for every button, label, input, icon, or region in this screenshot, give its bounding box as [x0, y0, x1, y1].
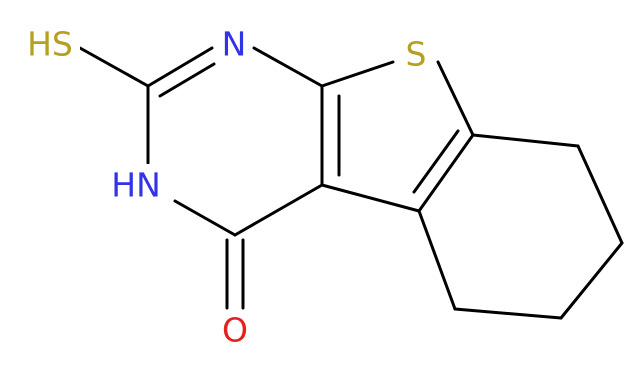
atom-labels: HS N S HN O: [20, 24, 435, 354]
bond-s-c2: [78, 46, 150, 88]
bond-c4a-c4co: [233, 183, 324, 237]
bond-c7-c6: [576, 144, 624, 245]
atom-hs: HS: [27, 25, 73, 64]
atom-nh: HN: [111, 166, 161, 205]
bond-c7a-c7: [471, 133, 580, 148]
bond-c5-c4: [453, 307, 563, 320]
bond-c2-n-double-b: [158, 62, 216, 98]
bond-c4b-c7a-inner: [412, 129, 460, 194]
bond-c6-c5: [559, 241, 624, 320]
bond-c2-n-double-a: [146, 46, 214, 88]
bond-c4-c4b: [417, 209, 457, 311]
atom-n-top: N: [222, 25, 247, 64]
bond-c8a-s: [320, 60, 395, 88]
bond-n-c8a: [252, 46, 324, 88]
bonds: [78, 46, 624, 320]
atom-o: O: [222, 311, 248, 350]
atom-s-ring: S: [406, 35, 427, 74]
bond-c4co-nh: [173, 199, 237, 237]
bond-c4a-c4b: [320, 183, 421, 213]
bond-c4b-c7a: [417, 133, 475, 213]
bond-s-c7a: [436, 60, 475, 137]
